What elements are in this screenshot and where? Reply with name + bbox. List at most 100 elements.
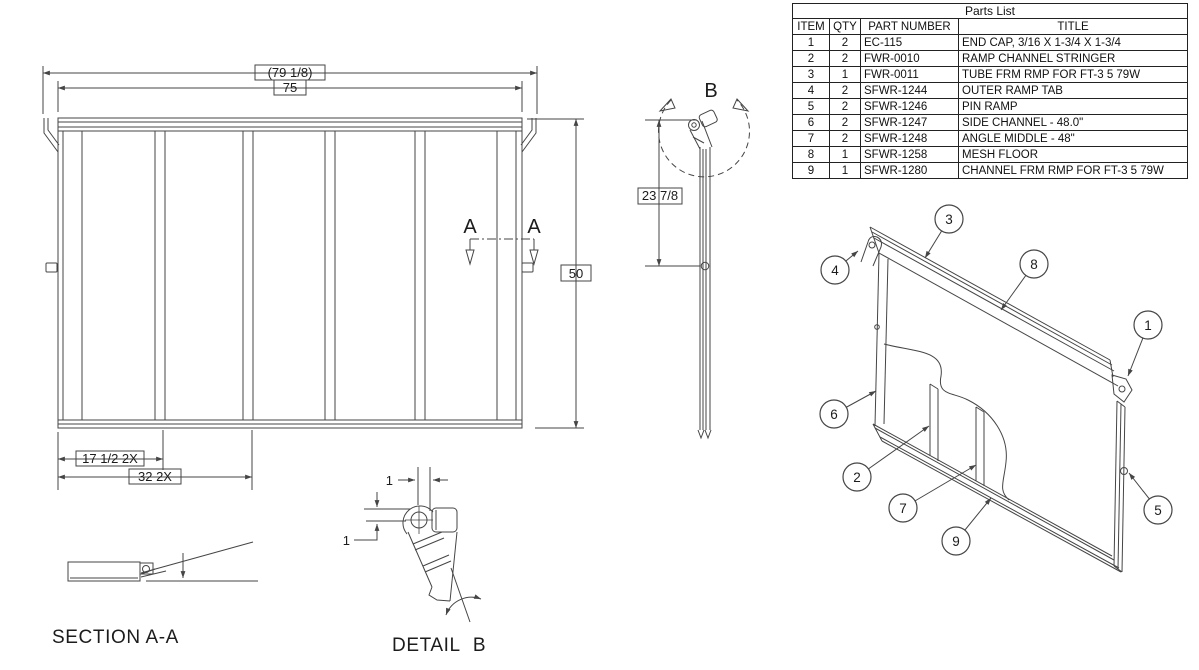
section-cut-marks: A A — [463, 216, 541, 266]
latch-bracket — [688, 109, 718, 150]
dim-pin-height-text: 23 7/8 — [642, 188, 678, 203]
item-cell: 1 — [792, 34, 830, 51]
balloon-3-number: 3 — [945, 212, 953, 227]
item-cell: 4 — [792, 82, 830, 99]
front-view: (79 1/8) 75 50 17 1/2 2X 32 2X — [42, 64, 592, 490]
section-aa-view: SECTION A-A — [52, 541, 258, 648]
side-view: B 23 7/8 — [637, 80, 750, 440]
iso-left-channel — [874, 252, 889, 427]
iso-pin — [1120, 467, 1128, 475]
part-number-cell: SFWR-1247 — [860, 114, 959, 131]
qty-cell: 1 — [829, 162, 861, 179]
balloon-1: 1 — [1133, 310, 1163, 340]
parts-row: 1 2 EC-115 END CAP, 3/16 X 1-3/4 X 1-3/4 — [792, 34, 1188, 51]
title-cell: ANGLE MIDDLE - 48" — [958, 130, 1188, 147]
title-cell: SIDE CHANNEL - 48.0" — [958, 114, 1188, 131]
detail-b-view: 1 1 DETAIL B — [343, 467, 486, 656]
part-number-cell: SFWR-1244 — [860, 82, 959, 99]
parts-row: 7 2 SFWR-1248 ANGLE MIDDLE - 48" — [792, 130, 1188, 147]
title-cell: MESH FLOOR — [958, 146, 1188, 163]
side-dimension: 23 7/8 — [637, 119, 700, 267]
dim-middle-spacing-text: 32 2X — [138, 469, 172, 484]
dim-stringer-spacing-text: 17 1/2 2X — [82, 451, 138, 466]
section-letter-right: A — [527, 216, 541, 238]
section-letter-left: A — [463, 216, 477, 238]
balloon-8: 8 — [1019, 249, 1049, 279]
title-cell: PIN RAMP — [958, 98, 1188, 115]
title-cell: TUBE FRM RMP FOR FT-3 5 79W — [958, 66, 1188, 83]
title-cell: CHANNEL FRM RMP FOR FT-3 5 79W — [958, 162, 1188, 179]
iso-view: 1 2 3 4 5 6 7 8 — [819, 204, 1173, 573]
qty-cell: 2 — [829, 98, 861, 115]
balloon-6: 6 — [819, 399, 849, 429]
header-part-number: PART NUMBER — [860, 18, 959, 35]
parts-row: 4 2 SFWR-1244 OUTER RAMP TAB — [792, 82, 1188, 99]
detail-dim-offset-text: 1 — [343, 533, 350, 548]
parts-row: 6 2 SFWR-1247 SIDE CHANNEL - 48.0" — [792, 114, 1188, 131]
detail-b-label: DETAIL B — [392, 635, 486, 656]
balloon-4: 4 — [820, 255, 850, 285]
ramp-slope-line — [140, 541, 254, 574]
parts-list-title-row: Parts List — [792, 3, 1188, 19]
item-cell: 7 — [792, 130, 830, 147]
part-number-cell: FWR-0011 — [860, 66, 959, 83]
item-cell: 8 — [792, 146, 830, 163]
parts-list-table: Parts List ITEM QTY PART NUMBER TITLE 1 … — [792, 3, 1188, 179]
balloon-3: 3 — [934, 204, 964, 234]
detail-letter-b: B — [704, 80, 717, 102]
parts-row: 2 2 FWR-0010 RAMP CHANNEL STRINGER — [792, 50, 1188, 67]
balloon-9: 9 — [941, 526, 971, 556]
section-arrow-right — [529, 249, 539, 266]
part-number-cell: SFWR-1246 — [860, 98, 959, 115]
section-arrow-left — [465, 249, 475, 266]
detail-b-boundary: B — [658, 80, 750, 178]
iso-right-channel — [1113, 400, 1128, 573]
iso-stringers — [929, 383, 985, 486]
left-pin — [45, 262, 58, 273]
header-title: TITLE — [958, 18, 1188, 35]
left-hook-tab — [43, 118, 60, 153]
parts-row: 9 1 SFWR-1280 CHANNEL FRM RMP FOR FT-3 5… — [792, 162, 1188, 179]
balloon-5-number: 5 — [1154, 503, 1162, 518]
balloon-4-number: 4 — [831, 263, 839, 278]
pin-hole — [700, 261, 710, 271]
balloon-5: 5 — [1143, 495, 1173, 525]
detail-dim-width-text: 1 — [386, 473, 393, 488]
iso-top-rail — [869, 226, 1119, 387]
parts-row: 5 2 SFWR-1246 PIN RAMP — [792, 98, 1188, 115]
dim-height-text: 50 — [569, 266, 583, 281]
iso-bottom-channel — [872, 423, 1122, 573]
item-cell: 5 — [792, 98, 830, 115]
part-number-cell: SFWR-1258 — [860, 146, 959, 163]
parts-list-header-row: ITEM QTY PART NUMBER TITLE — [792, 18, 1188, 35]
dim-frame-width-text: 75 — [283, 80, 297, 95]
qty-cell: 1 — [829, 146, 861, 163]
right-pin — [521, 262, 534, 273]
qty-cell: 1 — [829, 66, 861, 83]
title-cell: OUTER RAMP TAB — [958, 82, 1188, 99]
balloon-6-number: 6 — [830, 407, 838, 422]
dim-overall-width-text: (79 1/8) — [268, 65, 313, 80]
header-item: ITEM — [792, 18, 830, 35]
qty-cell: 2 — [829, 34, 861, 51]
balloon-8-number: 8 — [1030, 257, 1038, 272]
iso-outer-tab — [860, 236, 882, 267]
break-line — [883, 343, 1010, 501]
balloon-2: 2 — [842, 462, 872, 492]
title-cell: RAMP CHANNEL STRINGER — [958, 50, 1188, 67]
bracket-lug — [402, 505, 434, 535]
part-number-cell: EC-115 — [860, 34, 959, 51]
part-number-cell: SFWR-1248 — [860, 130, 959, 147]
parts-row: 3 1 FWR-0011 TUBE FRM RMP FOR FT-3 5 79W — [792, 66, 1188, 83]
qty-cell: 2 — [829, 130, 861, 147]
section-aa-label: SECTION A-A — [52, 627, 179, 648]
part-number-cell: SFWR-1280 — [860, 162, 959, 179]
right-hook-tab — [520, 118, 537, 153]
front-dimensions: (79 1/8) 75 50 17 1/2 2X 32 2X — [42, 64, 592, 490]
parts-list-title: Parts List — [792, 3, 1188, 19]
balloon-7-number: 7 — [899, 501, 907, 516]
balloon-7: 7 — [888, 493, 918, 523]
balloon-leaders — [833, 218, 1159, 542]
